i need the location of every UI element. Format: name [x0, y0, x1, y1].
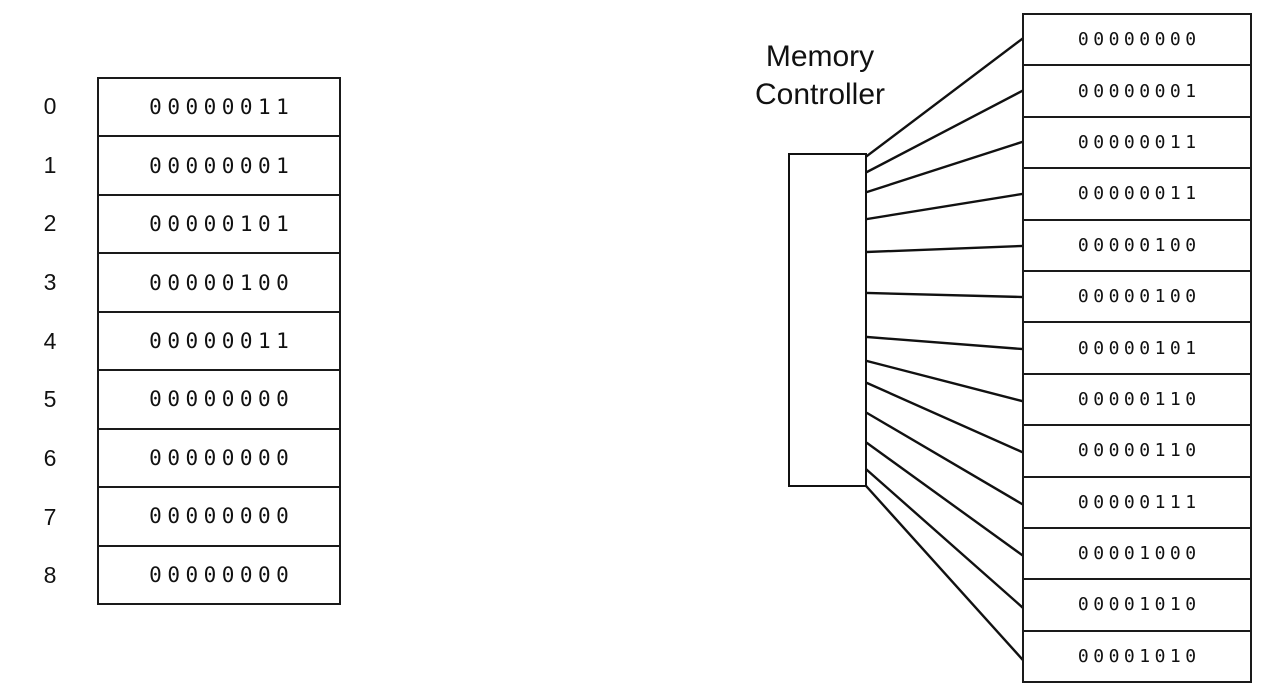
row-index-label: 3 [43, 268, 57, 295]
table-row: 00000001 [99, 137, 339, 196]
table-row: 00000111 [1024, 477, 1250, 529]
connector-line [865, 291, 1024, 299]
table-row: 00000110 [1024, 374, 1250, 427]
connector-line [865, 441, 1024, 557]
logical-memory-table: 00000011 00000001 00000101 00000100 0000… [97, 77, 341, 605]
memory-word: 00000111 [1077, 491, 1201, 513]
row-index-label: 6 [43, 444, 57, 471]
connector-line [865, 411, 1024, 506]
memory-word: 00001010 [1077, 594, 1201, 616]
table-row: 00000110 [1024, 426, 1250, 478]
connector-line [865, 192, 1024, 221]
memory-word: 00000001 [149, 153, 295, 178]
memory-word: 00000000 [1077, 29, 1201, 51]
memory-word: 00000011 [1077, 131, 1201, 153]
left-table-index-column: 0 1 2 3 4 5 6 7 8 [20, 77, 80, 605]
table-row: 00000000 [99, 488, 339, 547]
connector-line [865, 335, 1024, 351]
table-row: 00000101 [1024, 323, 1250, 375]
memory-word: 00000101 [1077, 337, 1201, 359]
table-row: 00001010 [1024, 631, 1250, 682]
row-index-label: 1 [43, 151, 57, 178]
table-row: 00000011 [99, 79, 339, 138]
table-row: 00000100 [99, 254, 339, 313]
row-index-label: 7 [43, 503, 57, 530]
table-row: 00000000 [99, 546, 339, 603]
table-row: 00000100 [1024, 271, 1250, 324]
table-row: 00000000 [1024, 15, 1250, 67]
memory-word: 00000001 [1077, 80, 1201, 102]
row-index-label: 8 [43, 562, 57, 589]
row-index-label: 5 [43, 386, 57, 413]
memory-word: 00000101 [149, 212, 295, 237]
table-row: 00001010 [1024, 580, 1250, 632]
table-row: 00000011 [1024, 117, 1250, 170]
memory-word: 00000011 [1077, 183, 1201, 205]
table-row: 00000101 [99, 195, 339, 255]
memory-word: 00000011 [149, 95, 295, 120]
connector-line [865, 381, 1024, 454]
controller-label-line2: Controller [754, 77, 886, 111]
memory-word: 00000100 [149, 270, 295, 295]
memory-controller-label: Memory Controller [700, 38, 940, 113]
controller-label-line1: Memory [765, 40, 875, 73]
memory-word: 00000000 [149, 445, 295, 470]
memory-word: 00001000 [1077, 543, 1201, 565]
memory-word: 00001010 [1077, 645, 1201, 667]
connector-line [865, 468, 1024, 609]
memory-word: 00000100 [1077, 234, 1201, 256]
memory-word: 00000100 [1077, 286, 1201, 308]
row-index-label: 0 [43, 92, 57, 119]
table-row: 00000011 [1024, 169, 1250, 221]
table-row: 00000001 [1024, 66, 1250, 118]
row-index-label: 2 [43, 210, 57, 237]
table-row: 00000000 [99, 371, 339, 430]
connector-line [865, 485, 1024, 661]
row-index-label: 4 [43, 327, 57, 354]
physical-memory-table: 00000000 00000001 00000011 00000011 0000… [1022, 13, 1252, 683]
table-row: 00000100 [1024, 220, 1250, 272]
memory-word: 00000000 [149, 562, 295, 587]
table-row: 00000000 [99, 429, 339, 489]
memory-word: 00000011 [149, 328, 295, 353]
memory-word: 00000110 [1077, 440, 1201, 462]
memory-controller-box [788, 153, 867, 487]
memory-word: 00000110 [1077, 388, 1201, 410]
memory-word: 00000000 [149, 504, 295, 529]
connector-line [865, 244, 1024, 254]
table-row: 00001000 [1024, 528, 1250, 581]
connector-line [865, 359, 1024, 403]
connector-line [865, 140, 1024, 194]
table-row: 00000011 [99, 312, 339, 372]
memory-word: 00000000 [149, 387, 295, 412]
